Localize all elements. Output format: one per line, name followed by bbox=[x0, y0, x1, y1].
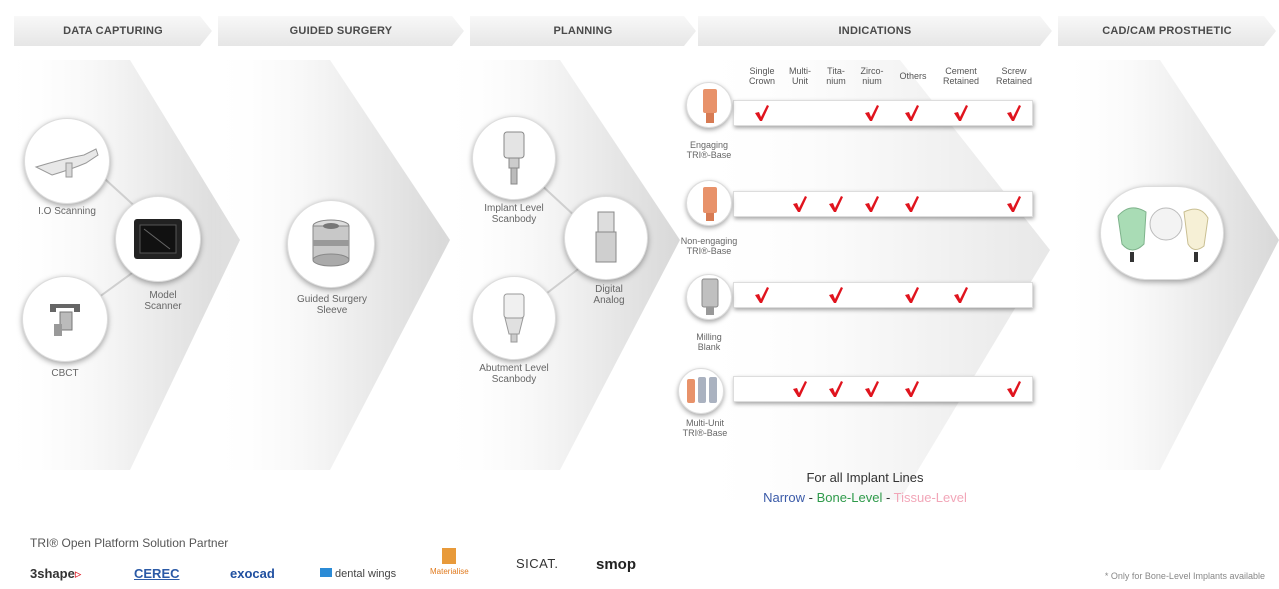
check-icon bbox=[954, 105, 968, 121]
check-icon bbox=[905, 287, 919, 303]
io-scanning-label: I.O Scanning bbox=[38, 206, 96, 217]
footnote: * Only for Bone-Level Implants available bbox=[1104, 571, 1265, 581]
col-multi-unit: Multi-Unit bbox=[789, 66, 811, 86]
check-icon bbox=[755, 287, 769, 303]
check-icon bbox=[829, 196, 843, 212]
non-engaging-tri-base-image bbox=[686, 180, 732, 226]
check-icon bbox=[793, 196, 807, 212]
check-icon bbox=[865, 196, 879, 212]
check-icon bbox=[865, 381, 879, 397]
implant-scanbody-image bbox=[472, 116, 556, 200]
separator: - bbox=[805, 490, 817, 505]
logo-cerec: CEREC bbox=[134, 566, 180, 581]
check-icon bbox=[1007, 196, 1021, 212]
implant-lines-types: Narrow - Bone-Level - Tissue-Level bbox=[700, 490, 1030, 505]
guided-sleeve-label: Guided Surgery Sleeve bbox=[296, 294, 368, 316]
implant-lines-title: For all Implant Lines bbox=[806, 470, 924, 485]
digital-analog-label: Digital Analog bbox=[593, 284, 625, 306]
abutment-scanbody-image bbox=[472, 276, 556, 360]
logo-materialise: Materialise bbox=[430, 548, 469, 576]
check-icon bbox=[905, 196, 919, 212]
separator: - bbox=[882, 490, 894, 505]
logo-smop: smop bbox=[596, 556, 637, 573]
guided-sleeve-image bbox=[287, 200, 375, 288]
multi-unit-tri-base-image bbox=[678, 368, 724, 414]
check-icon bbox=[905, 381, 919, 397]
header-data-capturing: DATA CAPTURING bbox=[63, 25, 163, 37]
header-guided-surgery: GUIDED SURGERY bbox=[289, 25, 393, 37]
cbct-label: CBCT bbox=[51, 368, 79, 379]
implant-scanbody-label: Implant Level Scanbody bbox=[484, 203, 544, 225]
engaging-tri-base-image bbox=[686, 82, 732, 128]
logo-3shape: 3shape▹ bbox=[30, 566, 82, 581]
bone-level-label: Bone-Level bbox=[816, 490, 883, 505]
indication-row-3 bbox=[733, 282, 1033, 308]
check-icon bbox=[1007, 105, 1021, 121]
abutment-scanbody-label: Abutment Level Scanbody bbox=[479, 363, 549, 385]
col-titanium: Tita-nium bbox=[826, 66, 846, 86]
io-scanner-image bbox=[24, 118, 110, 204]
check-icon bbox=[954, 287, 968, 303]
model-scanner-image bbox=[115, 196, 201, 282]
check-icon bbox=[905, 105, 919, 121]
check-icon bbox=[755, 105, 769, 121]
check-icon bbox=[1007, 381, 1021, 397]
cadcam-bridge-image bbox=[1100, 186, 1224, 280]
indication-row-4 bbox=[733, 376, 1033, 402]
narrow-label: Narrow bbox=[763, 490, 805, 505]
milling-blank-image bbox=[686, 274, 732, 320]
check-icon bbox=[829, 287, 843, 303]
tissue-level-label: Tissue-Level bbox=[893, 490, 967, 505]
digital-analog-image bbox=[564, 196, 648, 280]
logo-dental-wings: dental wings bbox=[320, 568, 396, 580]
model-scanner-label: Model Scanner bbox=[144, 290, 182, 312]
indication-row-2 bbox=[733, 191, 1033, 217]
check-icon bbox=[829, 381, 843, 397]
cbct-image bbox=[22, 276, 108, 362]
header-cadcam-prosthetic: CAD/CAM PROSTHETIC bbox=[1102, 25, 1232, 37]
col-others: Others bbox=[899, 71, 927, 81]
logo-exocad: exocad bbox=[230, 566, 275, 581]
header-planning: PLANNING bbox=[553, 25, 613, 37]
header-indications: INDICATIONS bbox=[838, 25, 912, 37]
indication-row-1 bbox=[733, 100, 1033, 126]
check-icon bbox=[865, 105, 879, 121]
col-zirconium: Zirco-nium bbox=[860, 66, 884, 86]
logo-sicat: SICAT. bbox=[516, 556, 559, 571]
partner-title: TRI® Open Platform Solution Partner bbox=[30, 536, 229, 550]
check-icon bbox=[793, 381, 807, 397]
